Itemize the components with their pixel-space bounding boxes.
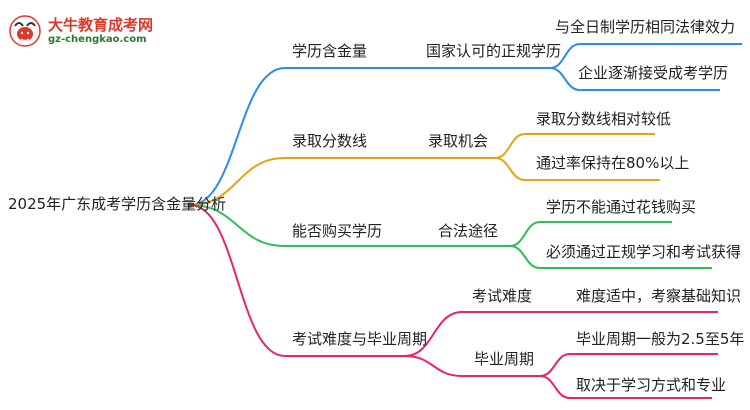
edge-root-branch4 [189, 204, 286, 357]
leaf-tongguolv: 通过率保持在80%以上 [536, 154, 690, 172]
root-connector-dot [187, 202, 193, 208]
leaf-fenshuxian-di: 录取分数线相对较低 [536, 110, 672, 128]
brand-title: 大牛教育成考网 [48, 16, 154, 34]
edge-root-branch2 [189, 157, 286, 206]
brand-logo: 大牛教育成考网 gz-chengkao.com [8, 12, 168, 52]
edge-sub2-leaf2 [539, 375, 571, 399]
subtopic-biye-zhouqi: 毕业周期 [474, 350, 535, 368]
edge-branch1-leaf2 [549, 67, 581, 91]
subtopic-guojia-renke: 国家认可的正规学历 [426, 42, 562, 60]
brand-url: gz-chengkao.com [48, 34, 147, 45]
branch-goumai-xueli: 能否购买学历 [292, 222, 383, 240]
branch-luqu-fenshuxian: 录取分数线 [292, 132, 368, 150]
edge-branch3-leaf2 [509, 245, 541, 269]
edge-branch2-leaf2 [494, 157, 526, 181]
root-topic: 2025年广东成考学历含金量分析 [8, 195, 227, 213]
leaf-nandu-shizhong: 难度适中，考察基础知识 [576, 287, 742, 305]
edge-branch4-sub2 [404, 355, 463, 377]
edge-root-branch1 [189, 67, 286, 206]
edge-branch3-leaf1 [509, 221, 541, 247]
leaf-xuexi-fangshi: 取决于学习方式和专业 [576, 376, 727, 394]
leaf-bu-neng-goumai: 学历不能通过花钱购买 [546, 198, 697, 216]
leaf-falv-xiaoli: 与全日制学历相同法律效力 [555, 18, 736, 36]
leaf-qiye-jieshou: 企业逐渐接受成考学历 [578, 64, 729, 82]
branch-nandu-zhouqi: 考试难度与毕业周期 [292, 330, 428, 348]
edge-sub2-leaf1 [539, 353, 571, 377]
subtopic-luqu-jihui: 录取机会 [428, 132, 489, 150]
leaf-zhouqi-nianxian: 毕业周期一般为2.5至5年 [576, 330, 745, 348]
branch-xueli-hanjinliang: 学历含金量 [292, 42, 368, 60]
edge-root-branch3 [189, 204, 286, 247]
edge-branch1-leaf1 [549, 43, 581, 69]
subtopic-kaoshi-nandu: 考试难度 [472, 287, 533, 305]
leaf-zhenggui-xuexi: 必须通过正规学习和考试获得 [546, 243, 742, 261]
ox-logo-icon [9, 15, 41, 47]
subtopic-hefa-tujing: 合法途径 [438, 222, 499, 240]
edge-branch4-sub1 [404, 311, 463, 357]
edge-branch2-leaf1 [494, 133, 526, 159]
